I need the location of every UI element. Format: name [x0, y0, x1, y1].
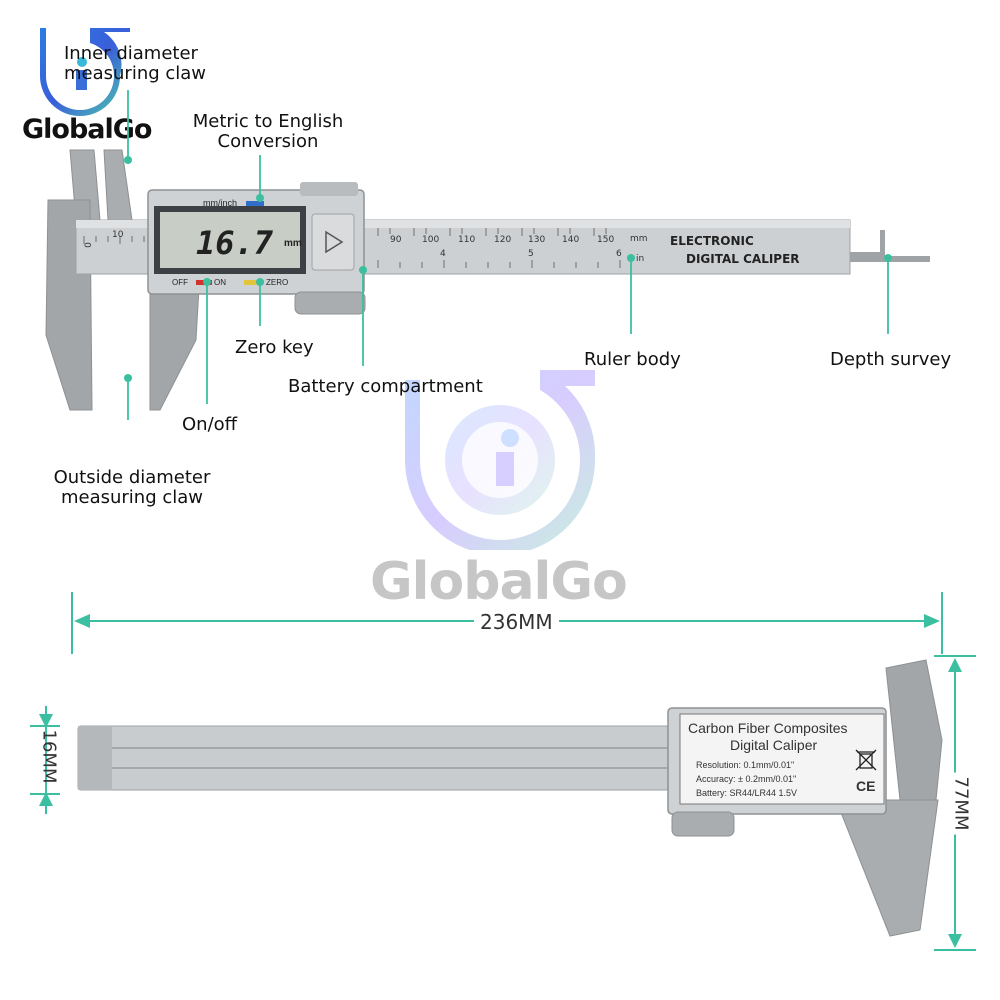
watermark-logo: GlobalGo	[370, 360, 640, 620]
callout-outside-claw: Outside diameter measuring claw	[53, 467, 211, 508]
scale-mm-marker: mm	[630, 234, 648, 244]
plate-accuracy: Accuracy: ± 0.2mm/0.01"	[696, 774, 797, 784]
back-wheel	[671, 811, 735, 837]
body-title-1: ELECTRONIC	[670, 234, 754, 248]
scale-in-6: 6	[616, 249, 622, 259]
scale-left-10: 10	[112, 230, 124, 240]
plate-title-2: Digital Caliper	[730, 737, 818, 753]
callout-inner-claw: Inner diameter measuring claw	[64, 43, 207, 84]
on-label: ON	[214, 278, 226, 287]
dimension-height: 77MM	[950, 772, 972, 835]
brand-logo-icon	[40, 28, 130, 116]
dimension-width: 16MM	[38, 729, 60, 784]
brand-logo-text: GlobalGo	[22, 114, 152, 145]
scale-mm-130: 130	[528, 235, 546, 245]
watermark-logo-icon	[405, 370, 596, 550]
ce-mark: CE	[856, 778, 876, 794]
brand-logo: GlobalGo	[20, 18, 152, 145]
leader-lines	[127, 90, 889, 420]
watermark-text: GlobalGo	[370, 552, 628, 612]
scale-in-5: 5	[528, 249, 534, 259]
callout-depth-survey: Depth survey	[830, 349, 952, 370]
zero-key	[244, 280, 264, 285]
plate-title-1: Carbon Fiber Composites	[688, 720, 848, 736]
back-beam	[77, 725, 679, 791]
scale-in-4: 4	[440, 249, 446, 259]
depth-rod	[850, 230, 930, 262]
off-label: OFF	[172, 278, 188, 287]
callout-zero-key: Zero key	[235, 337, 314, 358]
scale-mm-150: 150	[597, 235, 615, 245]
scale-mm-100: 100	[422, 235, 440, 245]
scale-mm-120: 120	[494, 235, 512, 245]
lcd-reading: 16.7	[196, 224, 274, 262]
back-jaw-upper	[885, 659, 943, 801]
weee-bin-icon	[855, 749, 877, 771]
ruler-ticks	[83, 228, 621, 268]
plate-battery: Battery: SR44/LR44 1.5V	[696, 788, 798, 798]
lcd-unit: mm	[284, 238, 302, 249]
plate-resolution: Resolution: 0.1mm/0.01"	[696, 760, 795, 770]
spec-plate	[679, 713, 885, 805]
scale-in-marker: in	[636, 254, 645, 264]
dimension-length: 236MM	[474, 610, 559, 634]
back-jaw-lower	[835, 799, 939, 937]
body-title-2: DIGITAL CALIPER	[686, 252, 800, 266]
mode-key-label: mm/inch	[203, 198, 238, 208]
scale-mm-90: 90	[390, 235, 402, 245]
caliper-front	[45, 90, 930, 420]
zero-label: ZERO	[266, 278, 289, 287]
lcd-screen	[160, 212, 300, 268]
callout-battery: Battery compartment	[288, 376, 483, 397]
thumb-wheel	[294, 291, 366, 315]
scale-mm-110: 110	[458, 235, 476, 245]
callout-ruler-body: Ruler body	[584, 349, 681, 370]
callout-on-off: On/off	[182, 414, 238, 435]
callout-metric-english: Metric to English Conversion	[192, 111, 344, 152]
mode-key	[246, 201, 264, 206]
scale-mm-140: 140	[562, 235, 580, 245]
